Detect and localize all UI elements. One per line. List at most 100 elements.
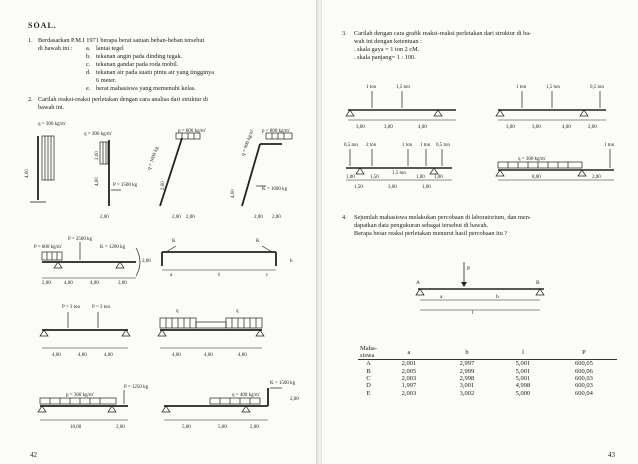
q3-bullet1: . skala gaya = 1 ton 2 cM. — [354, 46, 420, 53]
book-gutter — [316, 0, 324, 464]
label: 1,5 ton — [392, 171, 406, 176]
q1-item-text: tekanan gandar pada roda mobil. — [96, 61, 179, 68]
support — [53, 261, 63, 269]
q4-line3: Berapa besar reaksi perletakan menurut h… — [354, 230, 508, 237]
label: ℓ — [218, 272, 220, 278]
label: l — [472, 310, 474, 316]
support — [495, 169, 505, 177]
dim-label: 1,00 — [434, 175, 443, 180]
dim-label: 2,00 — [161, 181, 166, 190]
support — [495, 109, 505, 117]
dim-label: 3,00 — [388, 185, 397, 190]
dim-label: 4,00 — [104, 353, 113, 358]
dim-label: 4,00 — [204, 353, 213, 358]
support — [39, 329, 49, 337]
label: 0,5 ton — [590, 85, 604, 90]
heading: SOAL. — [28, 21, 57, 30]
inclined-member — [159, 137, 183, 207]
load-block — [159, 317, 263, 329]
dim-label: 2,00 — [254, 215, 263, 220]
dim-label: 3,00 — [532, 125, 541, 130]
dim-label: 2,00 — [186, 215, 195, 220]
label: p = 300 kg/m' — [66, 393, 94, 398]
support — [535, 288, 545, 296]
label: 1 ton — [402, 143, 413, 148]
q4-line2: dapatkan data pengukuran sebagai tersebu… — [354, 222, 489, 229]
q1-item-text: berat mahasiswa yang memenuhi kelas. — [96, 85, 196, 92]
support — [255, 329, 265, 337]
dim-label: 2,00 — [592, 175, 601, 180]
label: K — [172, 239, 176, 244]
dim-label: 4,00 — [78, 353, 87, 358]
dim-label: 2,00 — [116, 425, 125, 430]
dim-label: 5,00 — [218, 425, 227, 430]
label: c — [266, 273, 269, 278]
dim-label: 4,00 — [231, 189, 236, 198]
support — [107, 405, 117, 413]
moment-arc — [135, 247, 141, 277]
q2-line2: bawah ini. — [38, 104, 65, 111]
label: p = 800 kg/m' — [262, 129, 290, 134]
figure-row-3: P = 3 ton P = 3 ton 4,00 4,00 4,00 q q 4… — [39, 305, 265, 358]
label: K = 1500 kg — [270, 381, 296, 386]
label: P = 2500 kg — [68, 237, 93, 242]
dim-label: 3,00 — [356, 125, 365, 130]
dim-label: 2,00 — [118, 281, 127, 286]
dim-label: 5,00 — [182, 425, 191, 430]
label: 0,5 ton — [436, 143, 450, 148]
label: 1 ton — [516, 85, 527, 90]
dim-label: 4,00 — [25, 169, 30, 178]
label: K = 1200 kg — [100, 245, 126, 250]
dim-label: 4,00 — [238, 353, 247, 358]
dim-label: 2,00 — [172, 215, 181, 220]
dim-label: 1,00 — [346, 175, 355, 180]
dim-label: 4,00 — [418, 125, 427, 130]
label: q = 900 kg/m' — [241, 129, 255, 157]
label: 2 ton — [366, 143, 377, 148]
support — [115, 261, 125, 269]
q1-item-letter: e. — [86, 85, 91, 92]
q4-number: 4. — [342, 214, 347, 221]
q1-item-letter: a. — [86, 45, 91, 52]
dim-label: 4,00 — [172, 353, 181, 358]
dim-label: 3,00 — [506, 125, 515, 130]
q3-bullet2: . skala panjang= 1 : 100. — [354, 54, 416, 61]
inclined-member — [241, 143, 261, 207]
support — [157, 329, 167, 337]
label: 1,5 ton — [546, 85, 560, 90]
label: P = 1500 kg — [113, 183, 138, 188]
support — [121, 329, 131, 337]
table-header: P — [582, 348, 586, 356]
dim-label: 8,00 — [532, 175, 541, 180]
load-block — [175, 132, 201, 140]
label: a — [170, 273, 173, 278]
q1-item-letter: b. — [86, 53, 91, 60]
q1-intro-line2: di bawah ini : — [38, 45, 73, 52]
q1-item-text: tekanan air pada suatu pintu air yang ti… — [96, 69, 215, 76]
dim-label: 4,00 — [52, 353, 61, 358]
dim-label: 2,00 — [290, 397, 299, 402]
label: q — [176, 309, 179, 314]
table-header: b — [465, 348, 469, 356]
support — [415, 288, 425, 296]
load-block — [39, 397, 117, 405]
support — [355, 167, 365, 175]
q1-item-letter: d. — [86, 69, 91, 76]
support — [577, 169, 587, 177]
table-header: l — [522, 348, 524, 356]
dim-label: 4,00 — [95, 177, 100, 186]
left-page: SOAL. 1. Berdasarkan P.M.I 1971 berapa b… — [0, 0, 318, 464]
label: P = 3 ton — [62, 305, 81, 310]
beam-figures: 1 ton 1,5 ton 3,00 3,00 4,00 1 ton 1,5 t… — [344, 85, 615, 190]
label: K = 1600 kg — [262, 187, 288, 192]
label: P = 3 ton — [92, 305, 111, 310]
label: 1,5 ton — [396, 85, 410, 90]
load-block — [41, 251, 63, 261]
dim-label: 2,00 — [142, 259, 151, 264]
table-header: Maha-siswa — [360, 345, 377, 359]
dim-label: 2,00 — [272, 215, 281, 220]
support — [241, 405, 251, 413]
